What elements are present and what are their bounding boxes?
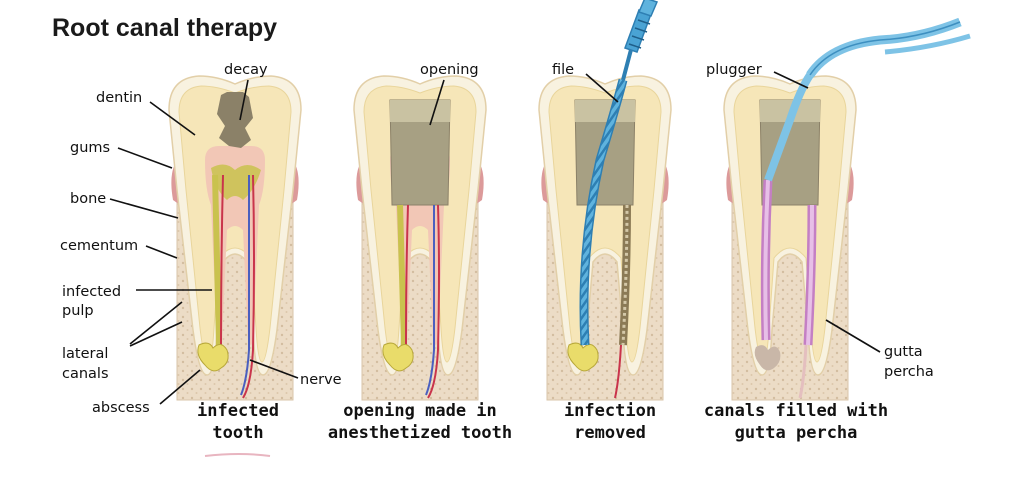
label-infected-pulp-line1: infected	[62, 284, 121, 300]
decay-cavity	[217, 92, 253, 148]
label-dentin: dentin	[96, 90, 142, 106]
label-plugger: plugger	[706, 62, 762, 78]
label-bone: bone	[70, 191, 106, 207]
label-cementum: cementum	[60, 238, 138, 254]
caption-2-line1: opening made in	[343, 401, 497, 421]
labels: decay dentin gums bone cementum infected…	[60, 62, 934, 416]
file-instrument	[579, 0, 659, 346]
label-gums: gums	[70, 140, 110, 156]
diagram-title: Root canal therapy	[52, 14, 278, 42]
label-lateral-canals-line2: canals	[62, 366, 109, 382]
caption-4-line1: canals filled with	[704, 401, 888, 421]
label-nerve: nerve	[300, 372, 342, 388]
caption-4-line2: gutta percha	[735, 423, 858, 443]
label-gutta-percha-line2: percha	[884, 364, 934, 380]
label-file: file	[552, 62, 574, 78]
tooth-cleaned	[538, 0, 672, 401]
captions: infected tooth opening made in anestheti…	[197, 401, 888, 443]
label-infected-pulp-line2: pulp	[62, 303, 94, 319]
abscess-blob	[197, 342, 229, 372]
tooth-infected	[168, 75, 302, 401]
label-gutta-percha-line1: gutta	[884, 344, 923, 360]
caption-1-line2: tooth	[212, 423, 263, 443]
tooth-filled	[723, 17, 971, 401]
caption-1-line1: infected	[197, 401, 279, 421]
caption-3-line1: infection	[564, 401, 656, 421]
caption-2-line2: anesthetized tooth	[328, 423, 512, 443]
tooth-opening	[353, 75, 487, 401]
label-opening: opening	[420, 62, 479, 78]
decorative-stroke	[204, 453, 271, 457]
label-abscess: abscess	[92, 400, 150, 416]
caption-3-line2: removed	[574, 423, 646, 443]
label-lateral-canals-line1: lateral	[62, 346, 108, 362]
label-decay: decay	[224, 62, 268, 78]
plugger-instrument	[764, 17, 971, 182]
